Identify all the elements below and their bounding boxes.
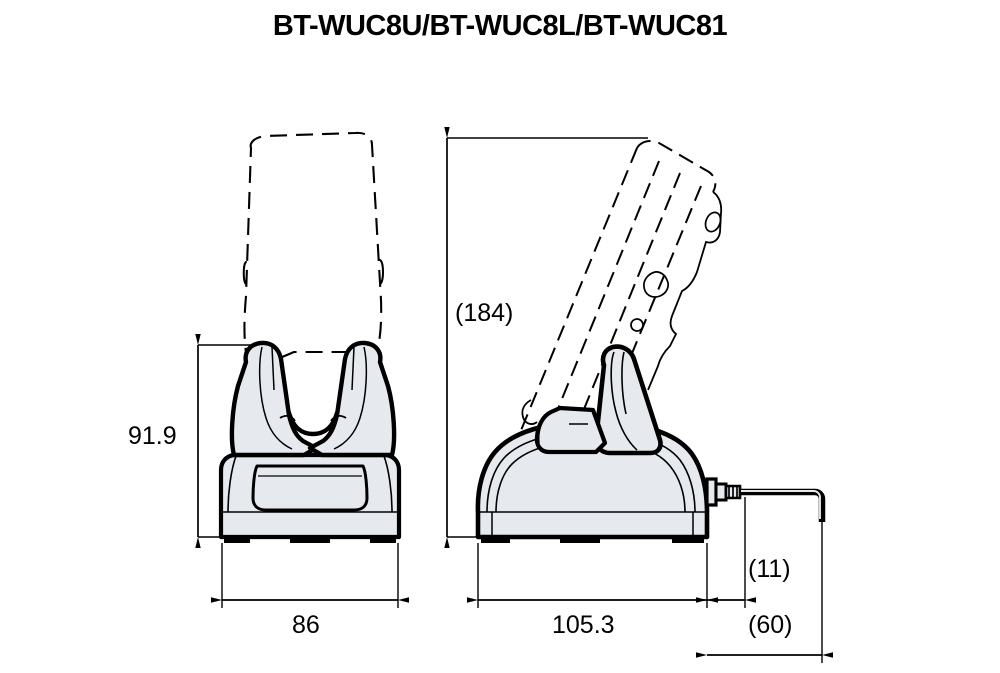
dimension-184 xyxy=(444,127,648,548)
front-view-terminal-outline xyxy=(242,131,384,368)
dimension-label-184: (184) xyxy=(455,299,514,327)
dimension-86 xyxy=(211,543,409,608)
dimension-105-3 xyxy=(467,543,718,608)
dimension-lines xyxy=(195,127,833,663)
front-view xyxy=(218,131,402,543)
dimension-11 xyxy=(696,497,756,608)
dimension-label-86: 86 xyxy=(292,611,320,639)
dimension-label-91-9: 91.9 xyxy=(128,422,177,450)
page-title: BT-WUC8U/BT-WUC8L/BT-WUC81 xyxy=(272,10,728,42)
front-view-cradle-base xyxy=(218,452,402,543)
dimension-label-11: (11) xyxy=(748,555,791,583)
side-view-power-cable xyxy=(705,477,826,522)
side-view xyxy=(475,139,826,543)
dimension-60 xyxy=(696,500,833,663)
dimension-91-9 xyxy=(195,334,253,548)
side-view-cradle-backrest xyxy=(534,344,663,456)
front-view-cradle-arms xyxy=(229,340,397,458)
dimension-label-105-3: 105.3 xyxy=(552,611,615,639)
dimension-label-60: (60) xyxy=(748,611,793,639)
